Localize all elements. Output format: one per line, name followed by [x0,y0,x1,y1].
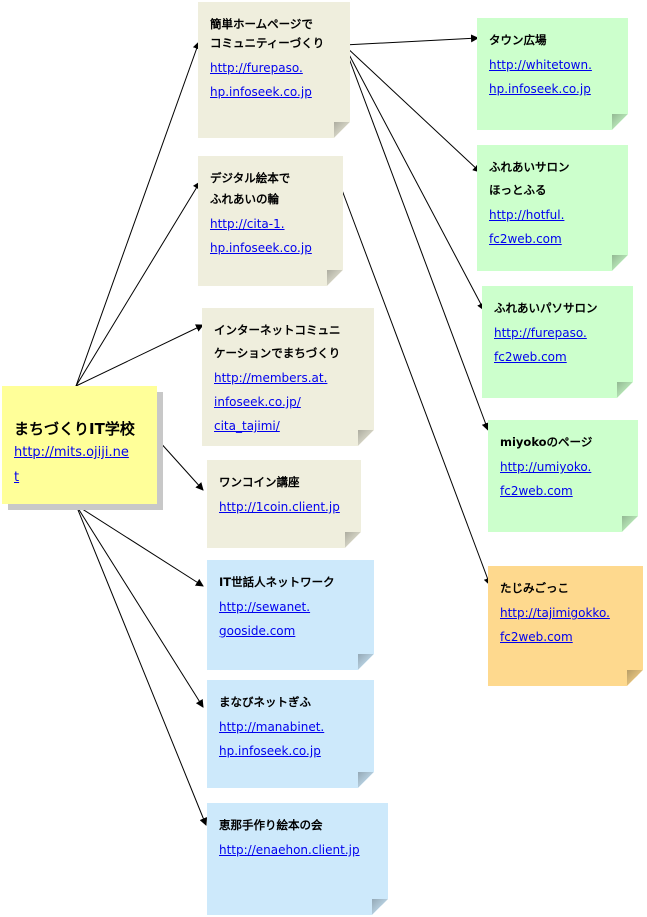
note-url[interactable]: http://furepaso. [210,61,303,75]
note-url[interactable]: http://cita-1. [210,217,285,231]
note-pasosalon: ふれあいパソサロン http://furepaso. fc2web.com [482,286,633,398]
note-town-hiroba: タウン広場 http://whitetown. hp.infoseek.co.j… [477,18,628,130]
note-url[interactable]: http://tajimigokko. [500,606,610,620]
note-url[interactable]: fc2web.com [500,630,573,644]
note-url[interactable]: http://1coin.client.jp [219,500,340,514]
note-hotful: ふれあいサロン ほっとふる http://hotful. fc2web.com [477,145,628,271]
note-title: まなびネットぎふ [219,695,311,709]
note-title: デジタル絵本で [210,171,291,185]
note-title: miyokoのページ [500,435,593,449]
main-title: まちづくりIT学校 [14,420,135,438]
note-url[interactable]: http://enaehon.client.jp [219,843,360,857]
note-title: ふれあいパソサロン [494,301,598,315]
note-it-sewanin: IT世話人ネットワーク http://sewanet. gooside.com [207,560,374,670]
note-url[interactable]: hp.infoseek.co.jp [219,744,321,758]
note-tajimigokko: たじみごっこ http://tajimigokko. fc2web.com [488,566,643,686]
note-internet-community: インターネットコミュニ ケーションでまちづくり http://members.a… [202,308,374,446]
note-one-coin: ワンコイン講座 http://1coin.client.jp [207,460,361,548]
note-url[interactable]: http://sewanet. [219,600,311,614]
note-url[interactable]: infoseek.co.jp/ [214,395,301,409]
note-enaehon: 恵那手作り絵本の会 http://enaehon.client.jp [207,803,388,915]
arrow-homepage-to-pasosalon [343,44,485,311]
note-url[interactable]: http://members.at. [214,371,328,385]
arrow-main-to-enaehon [75,504,208,826]
note-title: ふれあいの輪 [210,192,279,206]
arrow-main-to-digital-ehon [75,181,201,387]
note-title: ケーションでまちづくり [214,346,341,360]
note-homepage-community: 簡単ホームページで コミュニティーづくり http://furepaso. hp… [198,2,350,138]
arrow-main-to-internet-community [75,324,204,387]
arrow-main-to-homepage [75,41,201,387]
note-title: ふれあいサロン [489,160,570,174]
note-manabinet: まなびネットぎふ http://manabinet. hp.infoseek.c… [207,680,374,788]
note-url[interactable]: hp.infoseek.co.jp [210,85,312,99]
main-node-machizukuri-it: まちづくりIT学校 http://mits.ojiji.ne t [2,386,157,504]
note-url[interactable]: http://hotful. [489,208,565,222]
note-url[interactable]: cita_tajimi/ [214,419,280,433]
main-url-line1[interactable]: http://mits.ojiji.ne [14,445,129,460]
note-url[interactable]: hp.infoseek.co.jp [210,241,312,255]
arrow-main-to-it-sewanin [75,504,204,587]
note-url[interactable]: fc2web.com [489,232,562,246]
arrow-homepage-to-miyoko [343,44,490,431]
note-url[interactable]: http://whitetown. [489,58,592,72]
note-title: タウン広場 [489,33,547,47]
arrow-homepage-to-town [343,34,479,46]
note-title: ワンコイン講座 [219,475,300,489]
note-miyoko: miyokoのページ http://umiyoko. fc2web.com [488,420,638,532]
note-title: ほっとふる [489,183,547,197]
arrow-main-to-manabinet [75,504,204,708]
arrow-digital-ehon-to-tajimigokko [341,189,492,586]
note-url[interactable]: http://furepaso. [494,326,587,340]
arrow-main-to-one-coin [157,439,204,491]
note-title: コミュニティーづくり [210,36,325,50]
note-url[interactable]: fc2web.com [494,350,567,364]
note-url[interactable]: http://umiyoko. [500,460,592,474]
note-title: インターネットコミュニ [214,323,341,337]
note-title: たじみごっこ [500,581,569,595]
note-url[interactable]: http://manabinet. [219,720,325,734]
note-url[interactable]: fc2web.com [500,484,573,498]
note-title: 恵那手作り絵本の会 [219,818,323,832]
note-title: 簡単ホームページで [210,17,313,31]
note-url[interactable]: hp.infoseek.co.jp [489,82,591,96]
main-url-line2[interactable]: t [14,470,20,485]
note-title: IT世話人ネットワーク [219,575,335,589]
arrow-homepage-to-hotful [343,44,481,173]
note-url[interactable]: gooside.com [219,624,296,638]
note-digital-ehon: デジタル絵本で ふれあいの輪 http://cita-1. hp.infosee… [198,156,343,286]
